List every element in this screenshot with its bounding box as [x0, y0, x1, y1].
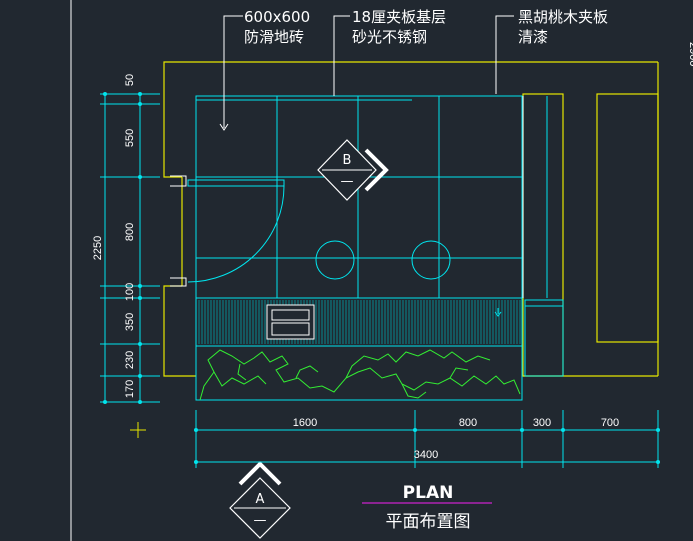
horizontal-dim-labels: 1600 800 300 700 [293, 417, 619, 429]
dimension-dot [138, 400, 142, 404]
vertical-dimension-chain [100, 92, 160, 404]
elevation-mark-b: B — [317, 139, 389, 201]
horizontal-ticks [194, 410, 660, 468]
wall-bottom-left [163, 285, 196, 377]
vertical-dim-label: 50 [124, 74, 136, 86]
vertical-ticks [100, 92, 160, 404]
dimension-dot [138, 296, 142, 300]
round-stool [315, 240, 355, 280]
horizontal-dim-label: 700 [601, 417, 619, 429]
stainless-note-line2: 砂光不锈钢 [352, 28, 427, 46]
floor-tile-leader-arrow [219, 123, 229, 131]
door-stop [170, 175, 187, 187]
horizontal-dimension-chain [194, 410, 660, 468]
dimension-dot [138, 342, 142, 346]
vertical-dim-label: 550 [124, 129, 136, 147]
dimension-dot [561, 428, 565, 432]
counter [195, 297, 523, 347]
horizontal-dim-label: 800 [459, 417, 477, 429]
horizontal-dim-label: 1600 [293, 417, 317, 429]
elevation-a-line: — [254, 513, 267, 528]
horizontal-dim-label: 300 [533, 417, 551, 429]
stainless-leader [333, 15, 350, 96]
walnut-leader [495, 15, 514, 94]
round-stool [411, 240, 451, 280]
floor-tile-note-line1: 600x600 [244, 8, 310, 26]
pos-terminal-keypad [271, 322, 310, 336]
pos-terminal [266, 304, 315, 340]
dimension-dot [413, 428, 417, 432]
vertical-dim-label: 800 [124, 223, 136, 241]
dimension-dot [138, 102, 142, 106]
elevation-mark-a: A — [229, 461, 291, 539]
room-boundary [195, 95, 523, 299]
dimension-dot [103, 400, 107, 404]
edge-dimension-label: 2900 [687, 42, 693, 66]
dimension-dot [138, 92, 142, 96]
floor-tile-leader [223, 15, 243, 128]
dimension-dot [103, 92, 107, 96]
dimension-dot [656, 428, 660, 432]
side-cabinet [524, 299, 564, 377]
elevation-b-letter: B [343, 153, 352, 168]
origin-marker [130, 422, 146, 438]
horizontal-total-dim: 3400 [414, 449, 438, 461]
note-leaders [219, 15, 514, 131]
wall-walnut-panel [522, 93, 564, 377]
vertical-dim-label: 100 [124, 283, 136, 301]
fixtures [170, 95, 564, 401]
door-stop [170, 277, 187, 287]
walnut-note-line2: 清漆 [518, 28, 548, 46]
vertical-total-dim: 2250 [92, 236, 104, 260]
dimension-dot [138, 284, 142, 288]
door-swing-arc [187, 185, 285, 283]
plan-title: PLAN [403, 483, 454, 503]
walnut-note-line1: 黑胡桃木夹板 [518, 8, 608, 26]
elevation-b-line: — [341, 174, 354, 189]
dimension-dot [194, 428, 198, 432]
vertical-dim-labels: 50 550 800 100 350 230 170 [124, 74, 136, 398]
counter-hatch [198, 300, 521, 344]
vertical-dim-label: 350 [124, 313, 136, 331]
door-leaf [187, 179, 285, 187]
tag-arrow-head [494, 311, 502, 317]
dimension-dot [138, 374, 142, 378]
dimension-dot [138, 175, 142, 179]
dimension-dot [194, 460, 198, 464]
wall-right-partition [596, 93, 659, 343]
vertical-dim-label: 230 [124, 351, 136, 369]
dimension-dot [656, 460, 660, 464]
vertical-dim-label: 170 [124, 380, 136, 398]
floor-tile-note-line2: 防滑地砖 [244, 28, 304, 46]
pos-terminal-screen [271, 309, 310, 321]
plan-subtitle: 平面布置图 [386, 512, 471, 532]
marble-veining [199, 349, 521, 401]
marble-slab [195, 345, 523, 401]
stainless-note-line1: 18厘夹板基层 [352, 8, 446, 26]
wall-top-left [163, 61, 658, 178]
dimension-dot [520, 428, 524, 432]
elevation-a-letter: A [256, 492, 265, 507]
